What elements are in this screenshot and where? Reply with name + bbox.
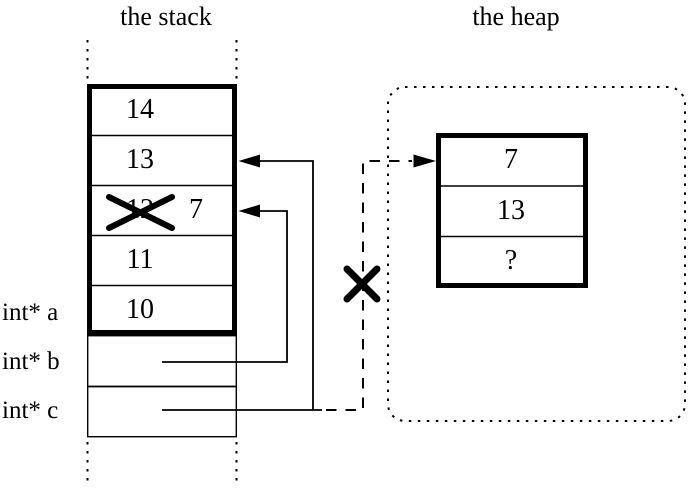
stack-cell-b-border bbox=[86, 335, 238, 388]
cross-out-heap-pointer-icon bbox=[343, 265, 381, 303]
var-label-b: int* b bbox=[2, 348, 60, 375]
stack-cell-old-value: 12 bbox=[126, 194, 154, 225]
var-label-a: int* a bbox=[2, 299, 59, 326]
stack-cell-value: 10 bbox=[126, 294, 154, 325]
stack-cell-c-border bbox=[86, 386, 238, 438]
heap-cell-value: 7 bbox=[504, 144, 518, 175]
pointer-c-arrowhead-icon bbox=[238, 154, 260, 168]
stack-title: the stack bbox=[120, 2, 212, 31]
heap-title: the heap bbox=[472, 2, 560, 31]
var-label-c: int* c bbox=[2, 397, 59, 424]
pointer-b-arrowhead-icon bbox=[238, 204, 260, 218]
dangling-pointer-arrowhead-icon bbox=[413, 154, 436, 168]
heap-cell-value: ? bbox=[504, 245, 518, 276]
stack-cell-value: 14 bbox=[126, 94, 154, 125]
dangling-pointer-dashed-line bbox=[326, 160, 412, 411]
stack-cell-new-value: 7 bbox=[189, 194, 203, 225]
stack-cell-value: 11 bbox=[126, 244, 154, 275]
heap-cell-value: 13 bbox=[497, 195, 525, 226]
stack-cell-value: 13 bbox=[126, 144, 154, 175]
